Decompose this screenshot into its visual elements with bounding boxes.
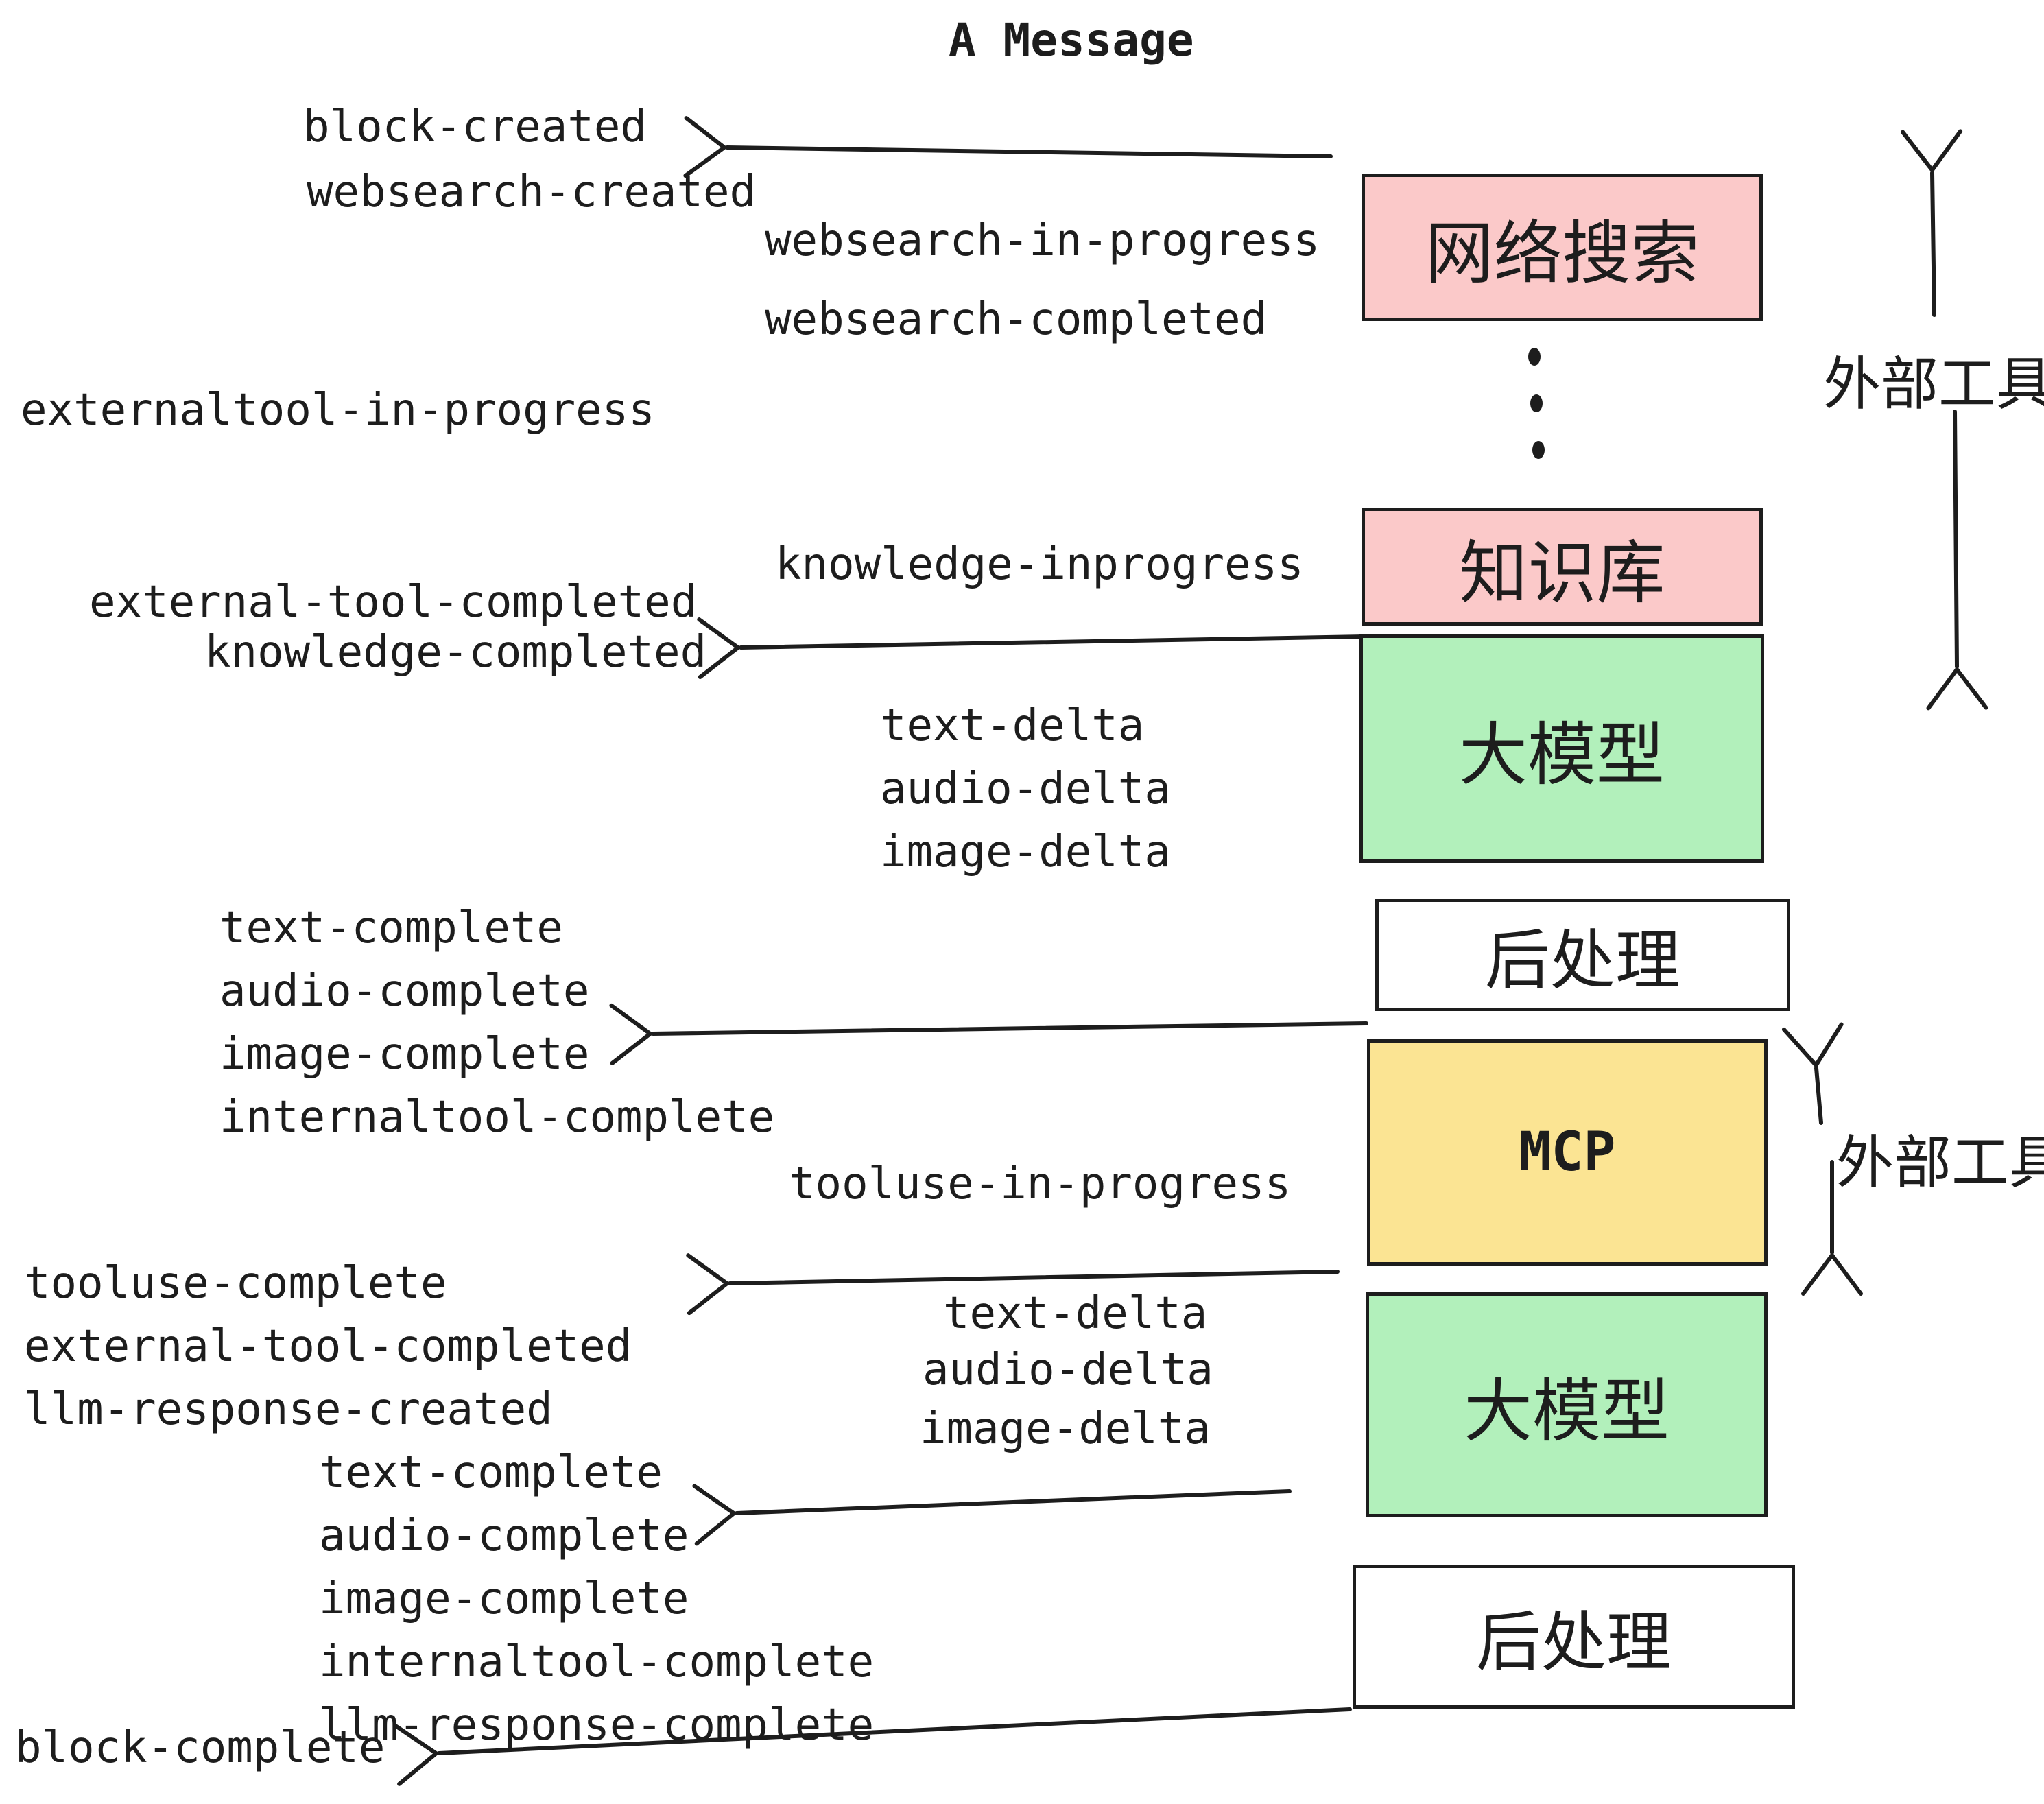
event-image-complete-1: image-complete (219, 1029, 590, 1080)
external-tools-down-arrow (1926, 410, 1988, 711)
event-image-delta-1: image-delta (880, 827, 1171, 877)
external-tools-label-mcp: 外部工具 (1836, 1129, 2044, 1196)
mcp-external-tools-up-arrow (1781, 1022, 1844, 1125)
event-image-delta-2: image-delta (920, 1403, 1211, 1454)
event-llm-response-complete: llm-response-complete (319, 1700, 875, 1750)
event-text-complete-2: text-complete (319, 1447, 663, 1498)
arrow-to-block-created (683, 116, 1333, 178)
postprocess-box-2-label: 后处理 (1475, 1604, 1672, 1681)
mcp-box-label: MCP (1519, 1121, 1616, 1183)
event-audio-complete-2: audio-complete (319, 1510, 689, 1561)
event-internaltool-complete-2: internaltool-complete (319, 1637, 875, 1687)
event-externaltool-in-progress: externaltool-in-progress (21, 385, 655, 436)
llm-box-2-label: 大模型 (1464, 1370, 1669, 1451)
event-text-delta-1: text-delta (880, 700, 1145, 751)
llm-box-1: 大模型 (1359, 634, 1764, 863)
event-knowledge-inprogress: knowledge-inprogress (775, 539, 1304, 590)
event-text-delta-2: text-delta (943, 1288, 1208, 1339)
mcp-box: MCP (1367, 1039, 1768, 1266)
postprocess-box-1-label: 后处理 (1484, 923, 1680, 999)
knowledge-box-label: 知识库 (1459, 532, 1665, 613)
websearch-box-label: 网络搜索 (1425, 213, 1700, 294)
event-external-tool-completed-2: external-tool-completed (24, 1321, 632, 1372)
event-llm-response-created: llm-response-created (24, 1384, 553, 1435)
event-text-complete-1: text-complete (219, 903, 563, 953)
event-internaltool-complete-1: internaltool-complete (219, 1092, 775, 1143)
event-audio-complete-1: audio-complete (219, 966, 590, 1017)
llm-box-1-label: 大模型 (1459, 715, 1665, 795)
event-websearch-completed: websearch-completed (765, 294, 1268, 345)
external-tools-up-arrow (1901, 129, 1963, 317)
event-audio-delta-2: audio-delta (923, 1344, 1213, 1395)
event-audio-delta-1: audio-delta (880, 763, 1171, 814)
llm-box-2: 大模型 (1366, 1292, 1768, 1517)
external-tools-label-top: 外部工具 (1823, 351, 2044, 418)
event-knowledge-completed: knowledge-completed (204, 627, 707, 678)
arrow-to-block-complete (394, 1707, 1352, 1786)
arrow-to-tooluse-complete (686, 1253, 1340, 1316)
postprocess-box-2: 后处理 (1353, 1565, 1795, 1709)
knowledge-box: 知识库 (1362, 508, 1763, 626)
event-external-tool-completed: external-tool-completed (89, 577, 698, 628)
event-block-created: block-created (303, 102, 647, 152)
event-websearch-in-progress: websearch-in-progress (765, 215, 1320, 266)
event-tooluse-complete: tooluse-complete (24, 1258, 447, 1309)
event-image-complete-2: image-complete (319, 1574, 689, 1624)
event-tooluse-in-progress: tooluse-in-progress (789, 1159, 1292, 1209)
websearch-box: 网络搜索 (1362, 174, 1763, 321)
event-websearch-created: websearch-created (307, 167, 757, 217)
event-block-complete: block-complete (15, 1722, 385, 1773)
diagram-title: A Message (949, 14, 1194, 67)
arrow-to-knowledge-completed (697, 617, 1367, 680)
arrow-to-image-complete (609, 1003, 1368, 1065)
postprocess-box-1: 后处理 (1375, 899, 1790, 1011)
ellipsis-dots (1528, 348, 1545, 459)
arrow-to-audio-complete (692, 1484, 1292, 1546)
